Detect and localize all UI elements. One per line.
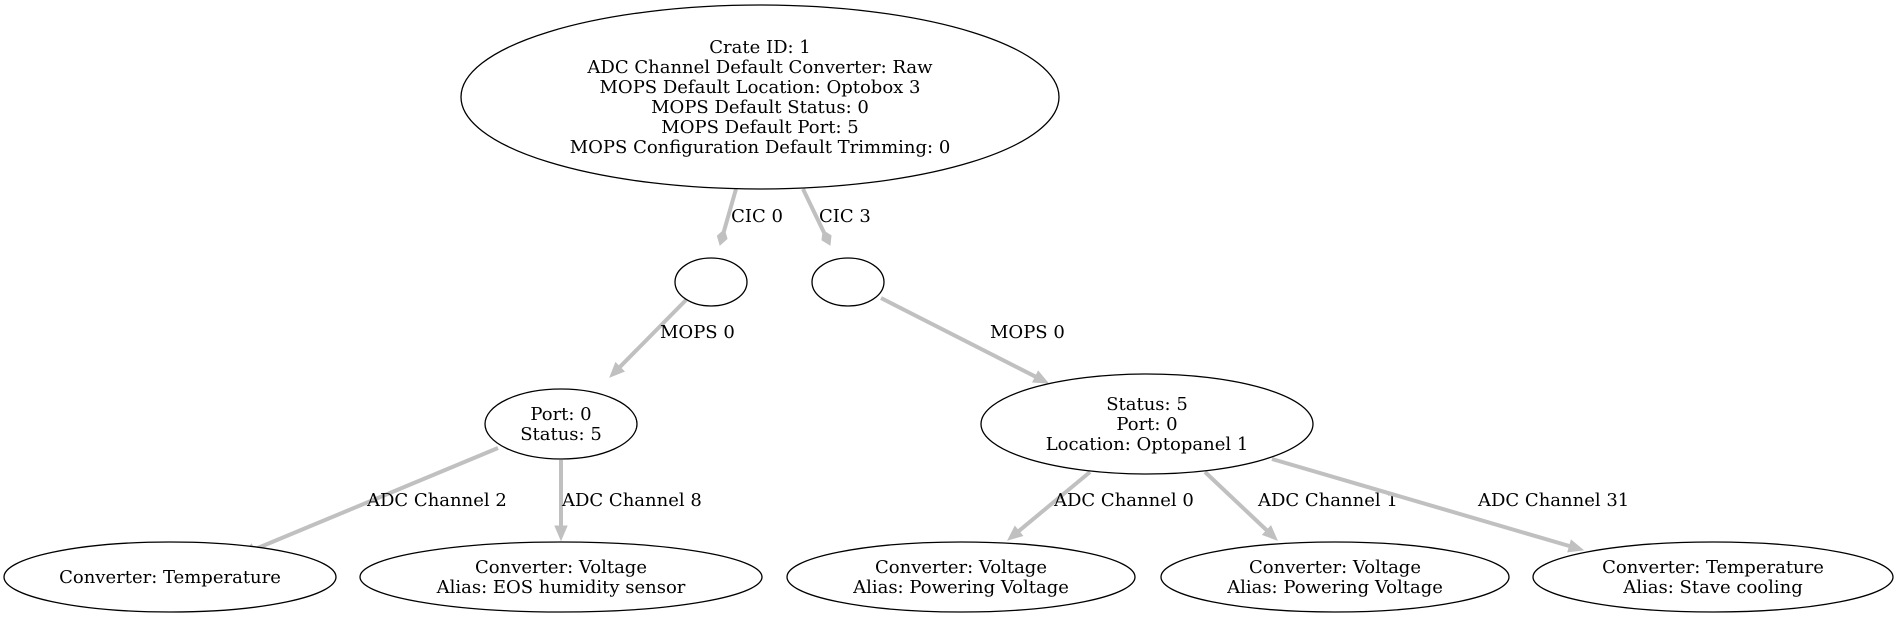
arrowhead bbox=[1567, 539, 1585, 553]
node-text-line: Converter: Voltage bbox=[1249, 557, 1421, 578]
node-text-line: Status: 5 bbox=[1106, 394, 1188, 415]
edges-layer: CIC 0 CIC 3 MOPS 0 MOPS 0 ADC Channel 2 ADC C… bbox=[239, 188, 1629, 556]
edge-mops_left-to-adc8: ADC Channel 8 bbox=[554, 460, 702, 542]
node-text-line: Converter: Voltage bbox=[475, 557, 647, 578]
node-text-line: Port: 0 bbox=[530, 404, 591, 425]
edge-line bbox=[251, 446, 499, 553]
edge-crate-to-cic3: CIC 3 bbox=[801, 188, 871, 246]
edge-label: ADC Channel 1 bbox=[1257, 490, 1398, 511]
edge-line bbox=[721, 188, 738, 233]
edge-label: MOPS 0 bbox=[990, 322, 1065, 343]
edge-mops_right-to-adc31: ADC Channel 31 bbox=[1271, 457, 1629, 553]
node-ellipse bbox=[3, 541, 337, 613]
node-text-line: Alias: Stave cooling bbox=[1622, 577, 1803, 598]
node-ellipse bbox=[460, 4, 1060, 190]
arrowhead bbox=[554, 525, 568, 542]
edge-line bbox=[1015, 470, 1092, 534]
node-ellipse bbox=[786, 541, 1136, 613]
node-text-line: Crate ID: 1 bbox=[709, 37, 811, 58]
edge-label: ADC Channel 31 bbox=[1477, 490, 1629, 511]
node-ellipse bbox=[1532, 541, 1894, 613]
node-text-line: Converter: Temperature bbox=[59, 567, 281, 588]
edge-label: CIC 0 bbox=[731, 206, 783, 227]
edge-label: ADC Channel 8 bbox=[561, 490, 702, 511]
arrowhead bbox=[1032, 370, 1050, 384]
node-ellipse bbox=[484, 388, 638, 460]
arrowhead bbox=[609, 361, 625, 378]
node-text-line: MOPS Default Location: Optobox 3 bbox=[600, 77, 921, 98]
node-text-line: MOPS Configuration Default Trimming: 0 bbox=[570, 137, 951, 158]
edge-cic3-to-mops_right: MOPS 0 bbox=[880, 296, 1065, 384]
edge-label: MOPS 0 bbox=[660, 322, 735, 343]
node-ellipse bbox=[359, 541, 763, 613]
edge-line bbox=[1271, 457, 1573, 549]
node-text-line: MOPS Default Port: 5 bbox=[661, 117, 858, 138]
arrowhead bbox=[1261, 525, 1278, 541]
edge-line bbox=[801, 188, 826, 234]
edge-label: ADC Channel 2 bbox=[366, 490, 507, 511]
node-adc2: Converter: Temperature bbox=[3, 541, 337, 613]
edge-label: ADC Channel 0 bbox=[1053, 490, 1194, 511]
node-text-line: Status: 5 bbox=[520, 424, 602, 445]
edge-line bbox=[1203, 470, 1270, 534]
node-text-line: MOPS Default Status: 0 bbox=[651, 97, 869, 118]
edge-mops_right-to-adc1: ADC Channel 1 bbox=[1203, 470, 1398, 541]
edge-line bbox=[880, 296, 1039, 380]
edge-label: CIC 3 bbox=[819, 206, 871, 227]
node-cic0 bbox=[674, 257, 748, 307]
node-text-line: Location: Optopanel 1 bbox=[1046, 434, 1249, 455]
edge-line bbox=[617, 298, 688, 370]
node-ellipse bbox=[811, 257, 885, 307]
node-text-line: Port: 0 bbox=[1116, 414, 1177, 435]
node-text-line: Alias: Powering Voltage bbox=[852, 577, 1069, 598]
node-text-line: Converter: Temperature bbox=[1602, 557, 1824, 578]
node-text-line: Converter: Voltage bbox=[875, 557, 1047, 578]
node-text-line: Alias: EOS humidity sensor bbox=[436, 577, 686, 598]
edge-mops_right-to-adc0: ADC Channel 0 bbox=[1007, 470, 1194, 541]
node-text-line: Alias: Powering Voltage bbox=[1226, 577, 1443, 598]
diamond-arrowhead bbox=[821, 229, 832, 246]
diamond-arrowhead bbox=[716, 228, 728, 246]
edge-cic0-to-mops_left: MOPS 0 bbox=[609, 298, 735, 378]
arrowhead bbox=[1007, 525, 1024, 541]
node-ellipse bbox=[674, 257, 748, 307]
edge-mops_left-to-adc2: ADC Channel 2 bbox=[239, 446, 507, 556]
node-ellipse bbox=[1160, 541, 1510, 613]
edge-crate-to-cic0: CIC 0 bbox=[716, 188, 783, 246]
node-text-line: ADC Channel Default Converter: Raw bbox=[586, 57, 933, 78]
node-cic3 bbox=[811, 257, 885, 307]
node-ellipse bbox=[980, 373, 1314, 475]
